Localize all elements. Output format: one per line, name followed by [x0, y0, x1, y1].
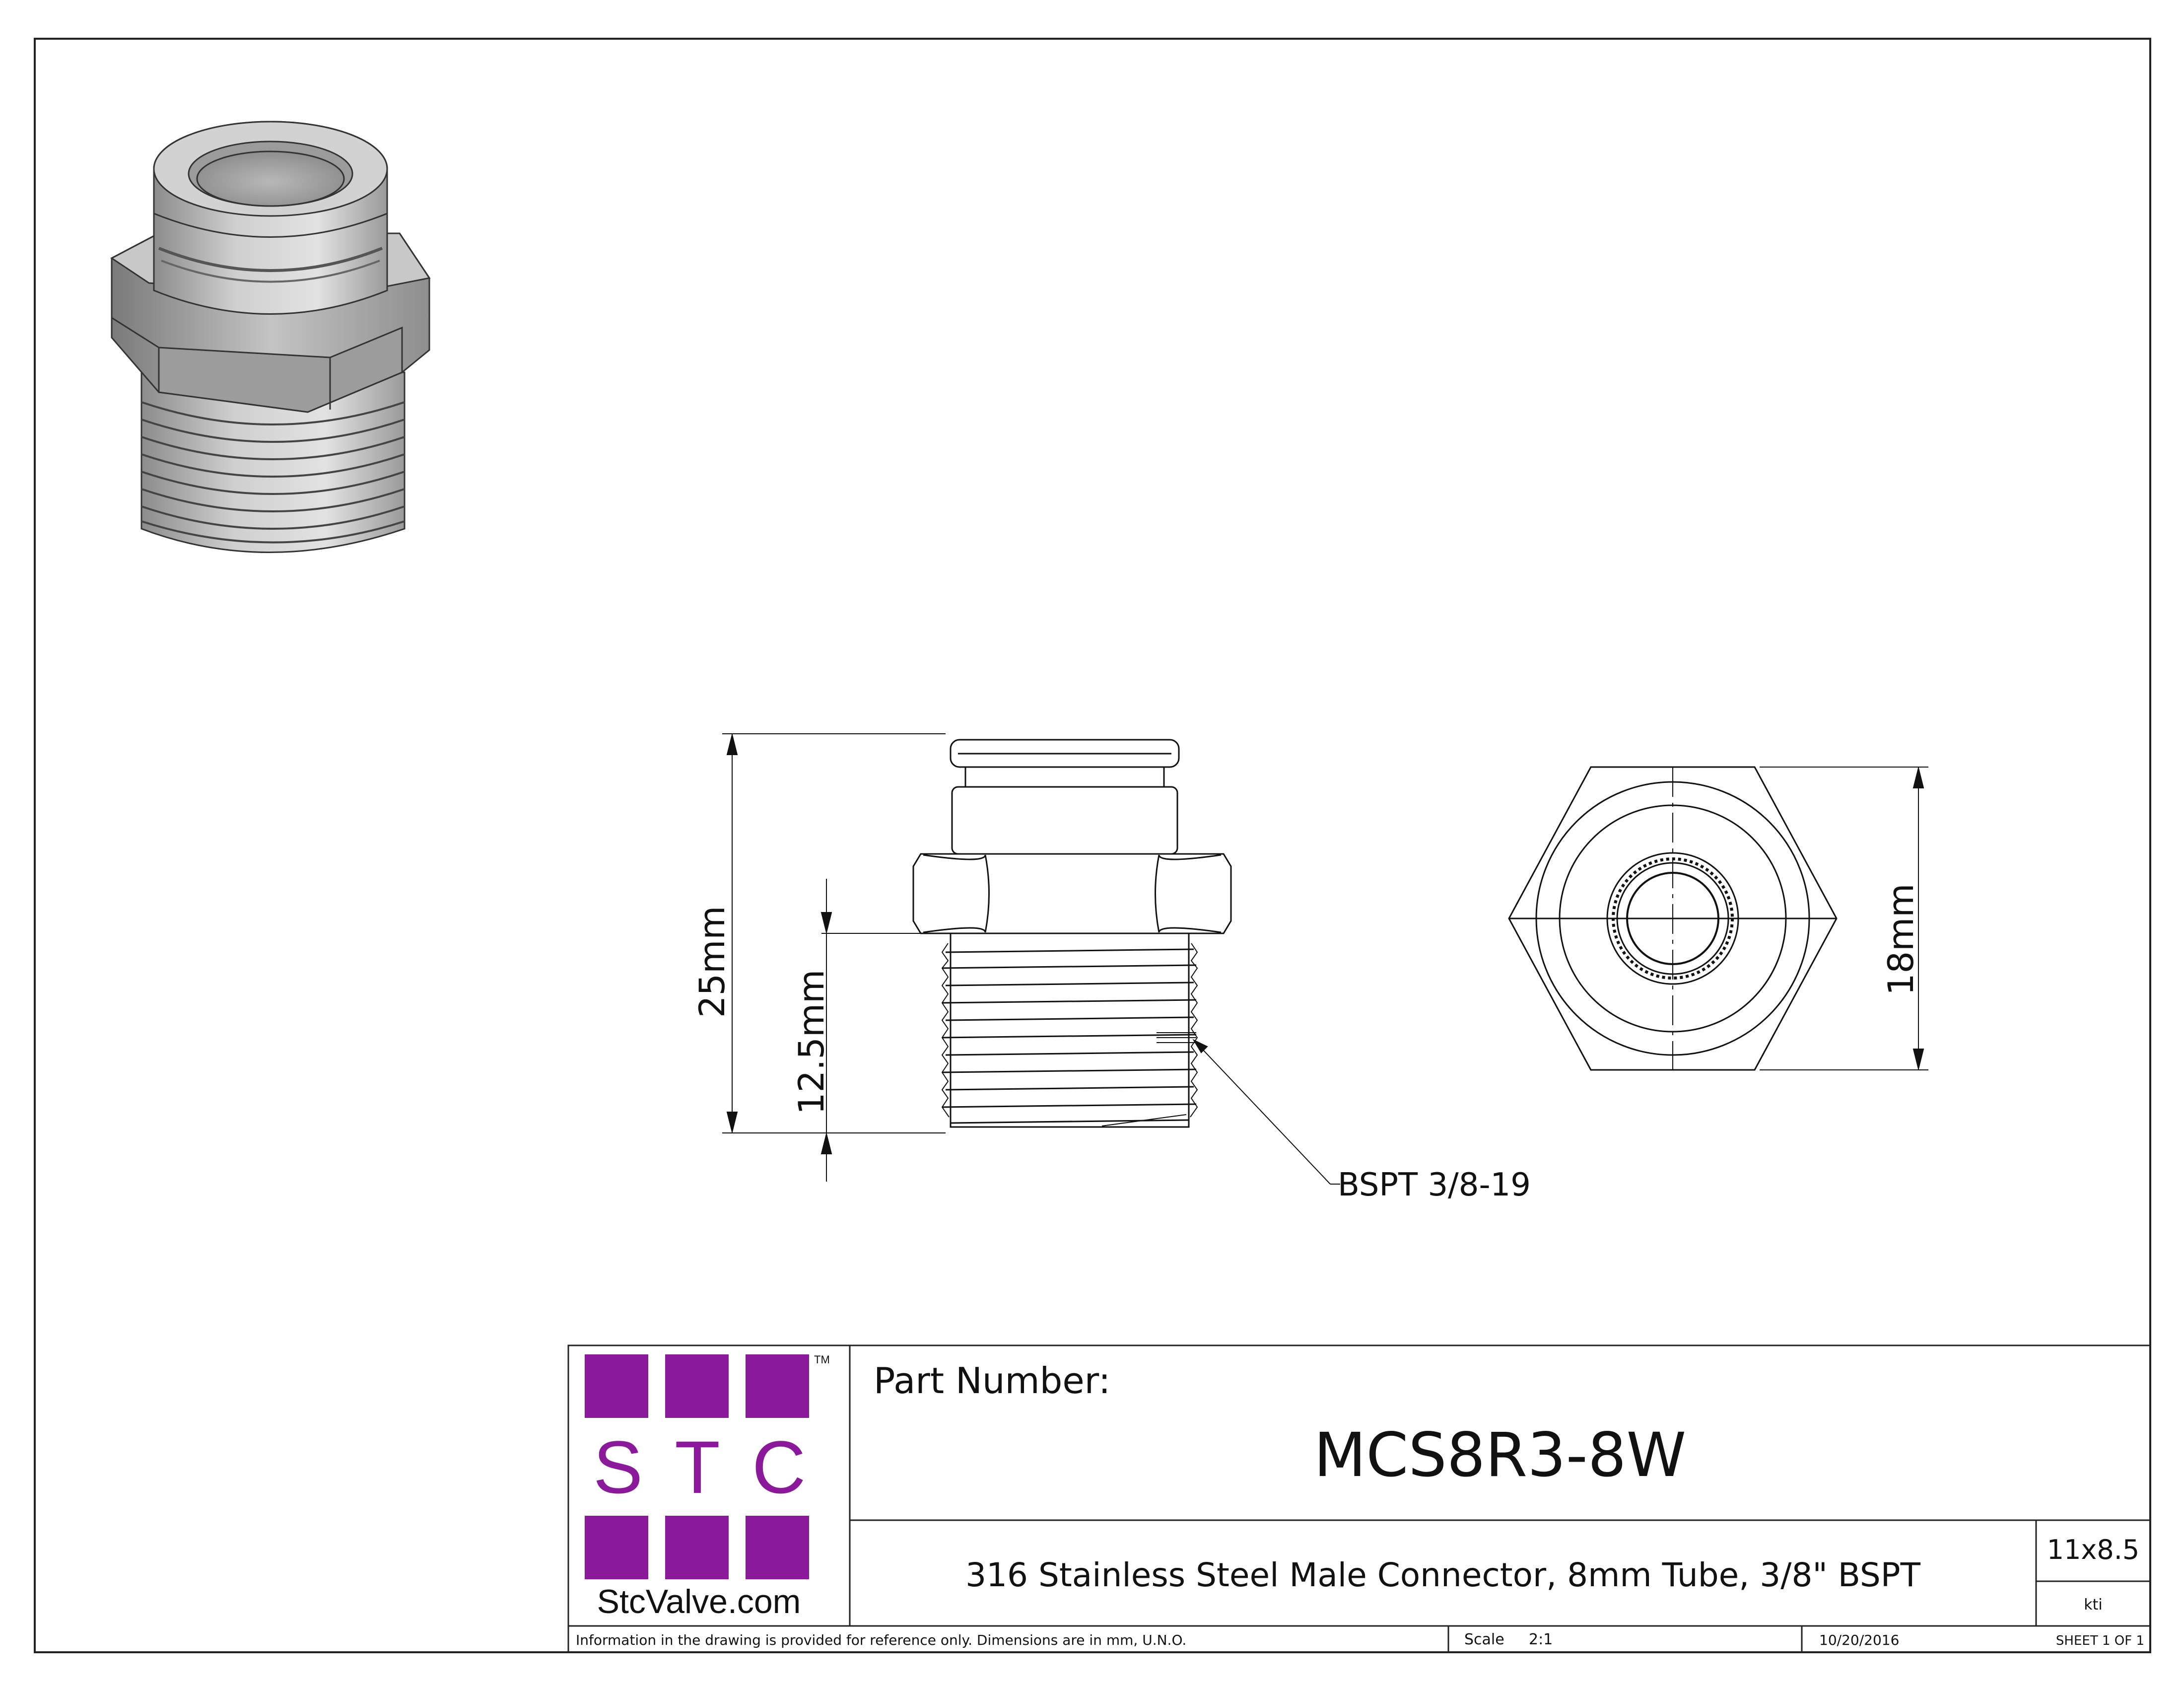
- end-view: [1508, 766, 1838, 1071]
- front-view: [912, 739, 1232, 1128]
- stc-logo: [585, 1354, 809, 1579]
- reference-note: Information in the drawing is provided f…: [576, 1632, 1187, 1648]
- isometric-view: [110, 121, 431, 553]
- logo-letter-s: S: [593, 1425, 643, 1509]
- part-number-value: MCS8R3-8W: [1313, 1420, 1687, 1490]
- logo-letter-c: C: [752, 1425, 806, 1509]
- end-view-dimensions: [1760, 767, 1928, 1070]
- dimension-thread-length: 12.5mm: [791, 969, 832, 1115]
- logo-trademark: TM: [814, 1353, 830, 1366]
- dimension-hex-across-flats: 18mm: [1881, 883, 1921, 995]
- sheet-count: SHEET 1 OF 1: [2055, 1633, 2144, 1648]
- logo-website: StcValve.com: [597, 1583, 801, 1620]
- drawing-date: 10/20/2016: [1819, 1632, 1900, 1648]
- sheet-size: 11x8.5: [2047, 1534, 2140, 1565]
- drawn-by: kti: [2084, 1596, 2103, 1614]
- part-number-label: Part Number:: [874, 1360, 1111, 1402]
- front-view-dimensions: [722, 733, 1340, 1185]
- title-block: [567, 1344, 2151, 1653]
- scale-label: Scale: [1464, 1631, 1504, 1648]
- part-description: 316 Stainless Steel Male Connector, 8mm …: [965, 1556, 1920, 1594]
- thread-callout: BSPT 3/8-19: [1338, 1167, 1531, 1203]
- dimension-overall-height: 25mm: [692, 906, 733, 1018]
- scale-value: 2:1: [1529, 1631, 1553, 1648]
- logo-letter-t: T: [675, 1425, 720, 1509]
